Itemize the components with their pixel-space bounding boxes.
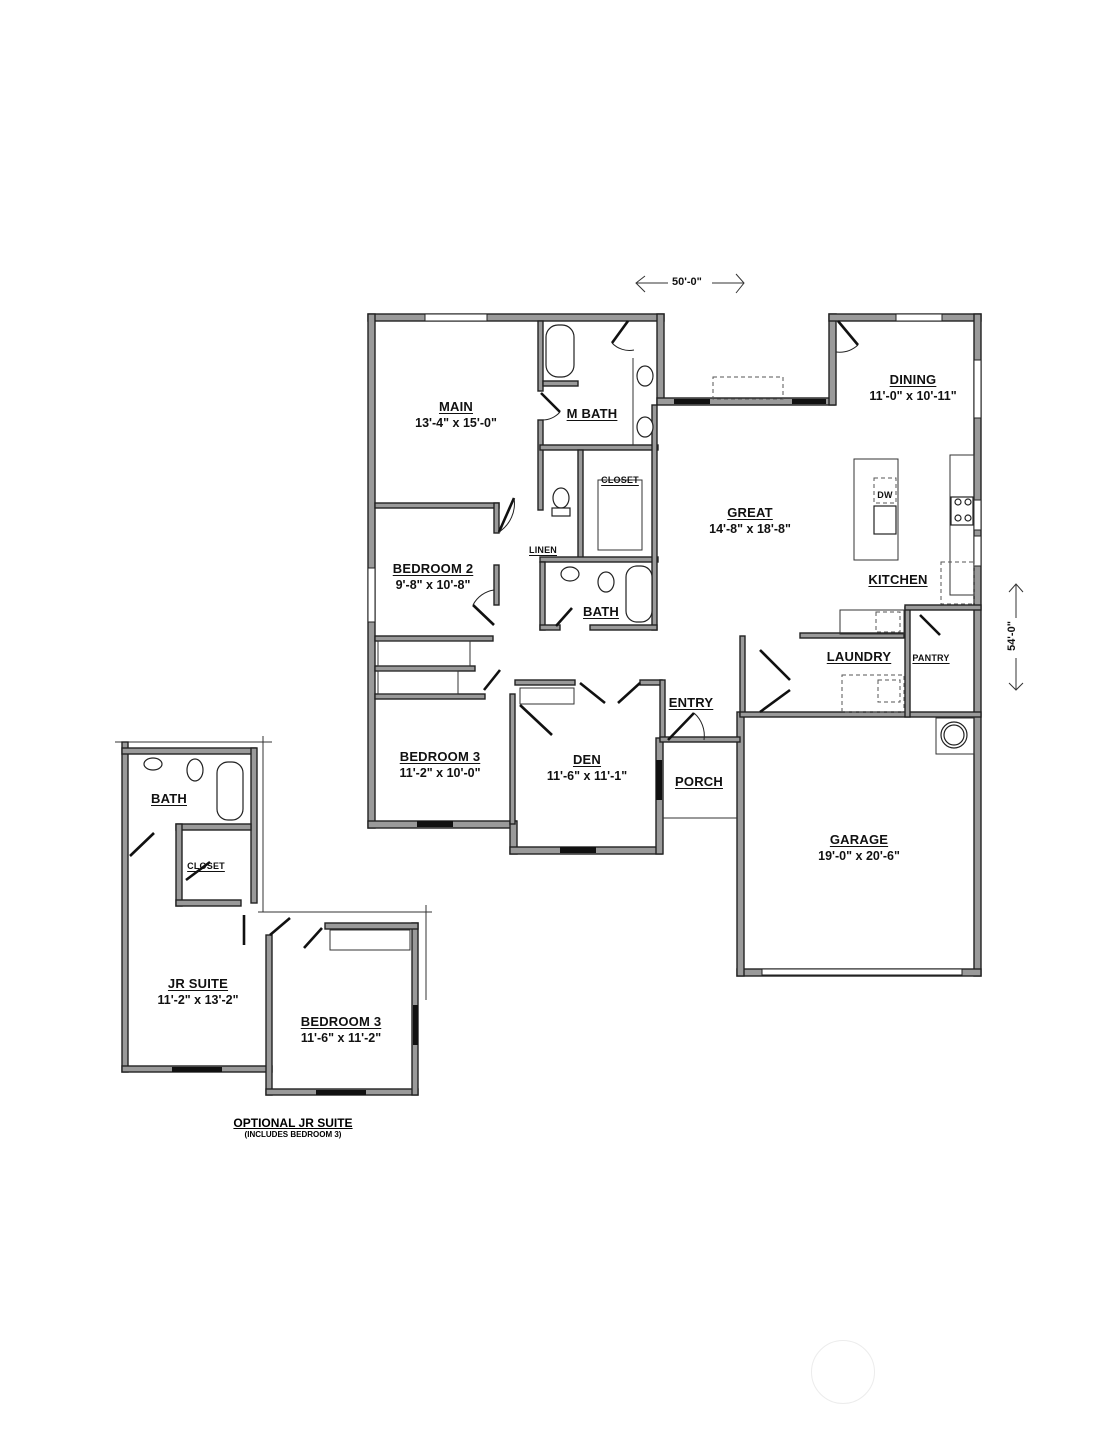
room-porch: PORCH: [675, 773, 723, 791]
room-name: BATH: [583, 604, 619, 619]
room-dimensions: 11'-6" x 11'-1": [546, 769, 628, 784]
room-name: LAUNDRY: [826, 649, 892, 664]
room-dimensions: 19'-0" x 20'-6": [818, 849, 900, 864]
optional-jr-suite-caption: OPTIONAL JR SUITE (INCLUDES BEDROOM 3): [233, 1116, 352, 1139]
room-dimensions: 11'-0" x 10'-11": [869, 389, 957, 404]
room-dimensions: 14'-8" x 18'-8": [709, 522, 791, 537]
room-laundry: LAUNDRY: [827, 648, 891, 666]
room-name: ENTRY: [668, 695, 714, 710]
room-name: KITCHEN: [868, 572, 928, 587]
room-linen: LINEN: [529, 540, 557, 558]
overall-width-label: 50'-0": [672, 276, 702, 288]
jr-closet: CLOSET: [187, 856, 225, 874]
room-name: BATH: [151, 791, 187, 806]
jr-bedroom-3: BEDROOM 3 11'-6" x 11'-2": [301, 1013, 382, 1046]
jr-bath: BATH: [151, 790, 187, 808]
room-bedroom-2: BEDROOM 2 9'-8" x 10'-8": [393, 560, 474, 593]
room-garage: GARAGE 19'-0" x 20'-6": [818, 831, 900, 864]
room-name: CLOSET: [187, 861, 225, 871]
jr-suite-room: JR SUITE 11'-2" x 13'-2": [157, 975, 238, 1008]
room-kitchen: KITCHEN: [868, 571, 927, 589]
room-name: M BATH: [566, 406, 618, 421]
appliance-name: DW: [877, 490, 893, 500]
depth-dimension-arrow: [1008, 583, 1024, 691]
room-dimensions: 11'-6" x 11'-2": [300, 1031, 382, 1046]
room-name: CLOSET: [601, 475, 639, 485]
room-name: GARAGE: [829, 832, 889, 847]
room-dimensions: 11'-2" x 13'-2": [157, 993, 239, 1008]
room-entry: ENTRY: [669, 694, 714, 712]
caption-subtitle: (INCLUDES BEDROOM 3): [244, 1130, 342, 1139]
room-dimensions: 9'-8" x 10'-8": [395, 578, 471, 593]
room-great: GREAT 14'-8" x 18'-8": [709, 504, 791, 537]
room-dining: DINING 11'-0" x 10'-11": [869, 371, 956, 404]
room-name: BEDROOM 2: [392, 561, 474, 576]
jr-suite-walls: [115, 736, 432, 1096]
room-name: GREAT: [727, 505, 773, 520]
room-name: DINING: [889, 372, 937, 387]
room-dimensions: 11'-2" x 10'-0": [399, 766, 481, 781]
room-closet-main: CLOSET: [601, 470, 639, 488]
room-name: PORCH: [675, 774, 723, 789]
room-bath: BATH: [583, 603, 619, 621]
overall-depth-label: 54'-0": [1005, 621, 1018, 651]
room-name: BEDROOM 3: [300, 1014, 382, 1029]
room-name: DEN: [572, 752, 602, 767]
room-m-bath: M BATH: [567, 405, 618, 423]
room-den: DEN 11'-6" x 11'-1": [547, 751, 627, 784]
room-name: MAIN: [438, 399, 474, 414]
room-dimensions: 13'-4" x 15'-0": [415, 416, 497, 431]
doors: [472, 320, 941, 741]
room-pantry: PANTRY: [912, 648, 949, 666]
room-name: BEDROOM 3: [399, 749, 481, 764]
width-dimension-arrow: [635, 273, 745, 294]
room-bedroom-3: BEDROOM 3 11'-2" x 10'-0": [399, 748, 480, 781]
caption-title: OPTIONAL JR SUITE: [233, 1116, 353, 1130]
room-name: PANTRY: [912, 653, 950, 663]
dishwasher-label: DW: [877, 485, 892, 503]
watermark-logo: [811, 1340, 875, 1404]
fixtures: [377, 324, 975, 755]
room-main: MAIN 13'-4" x 15'-0": [415, 398, 497, 431]
room-name: JR SUITE: [167, 976, 229, 991]
room-name: LINEN: [529, 545, 557, 555]
